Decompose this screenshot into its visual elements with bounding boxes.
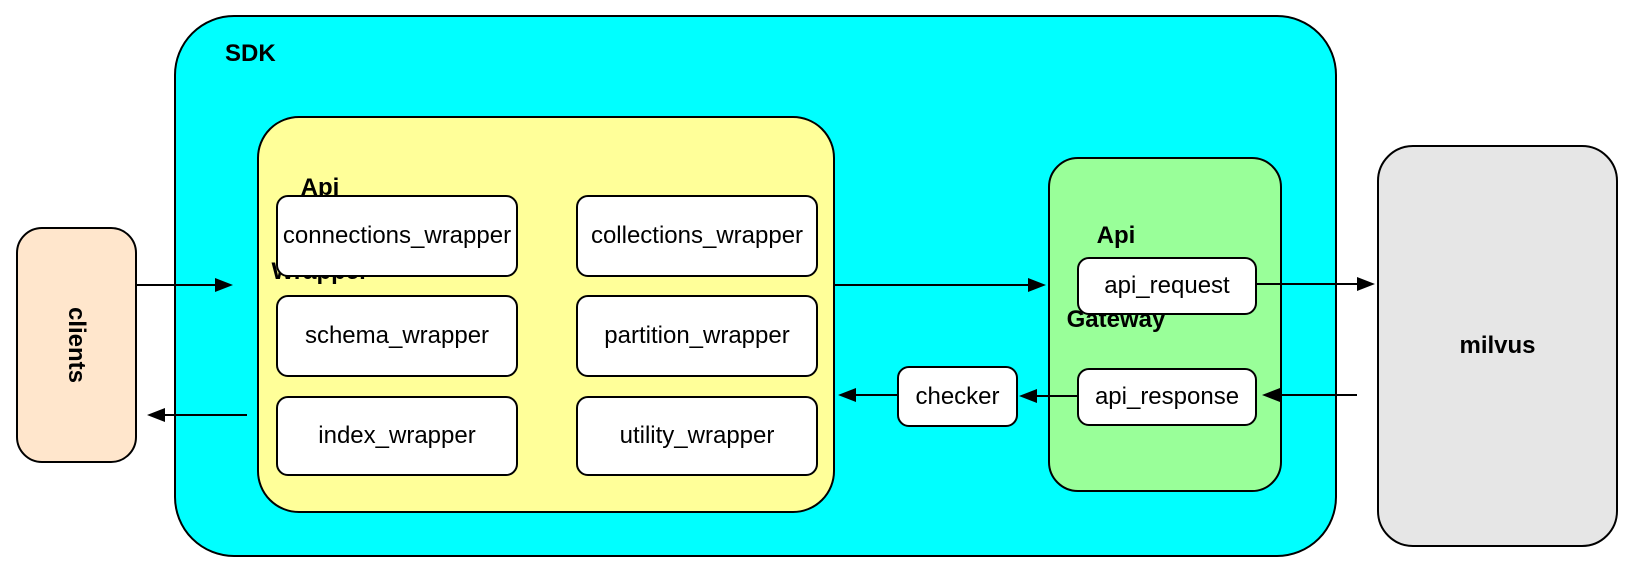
clients-box: clients bbox=[16, 227, 137, 463]
arrow-response-to-checker-head bbox=[1019, 389, 1037, 403]
index-wrapper-box: index_wrapper bbox=[276, 396, 518, 476]
arrow-wrapper-to-clients-head bbox=[147, 408, 165, 422]
arrow-checker-to-wrapper-head bbox=[838, 388, 856, 402]
arrow-wrapper-to-gateway-line bbox=[835, 284, 1030, 286]
connections-wrapper-box: connections_wrapper bbox=[276, 195, 518, 277]
partition-wrapper-box: partition_wrapper bbox=[576, 295, 818, 377]
clients-label: clients bbox=[63, 306, 91, 384]
arrow-request-to-milvus-head bbox=[1357, 277, 1375, 291]
arrow-wrapper-to-clients-line bbox=[163, 414, 247, 416]
checker-box: checker bbox=[897, 366, 1018, 427]
sdk-label: SDK bbox=[225, 40, 276, 67]
api-response-box: api_response bbox=[1077, 368, 1257, 426]
milvus-label: milvus bbox=[1459, 332, 1536, 359]
utility-wrapper-box: utility_wrapper bbox=[576, 396, 818, 476]
arrow-milvus-to-response-head bbox=[1262, 388, 1280, 402]
milvus-box: milvus bbox=[1377, 145, 1618, 547]
arrow-clients-to-sdk-head bbox=[215, 278, 233, 292]
schema-wrapper-box: schema_wrapper bbox=[276, 295, 518, 377]
collections-wrapper-box: collections_wrapper bbox=[576, 195, 818, 277]
arrow-checker-to-wrapper-line bbox=[854, 394, 897, 396]
arrow-clients-to-sdk-line bbox=[137, 284, 219, 286]
arrow-request-to-milvus-line bbox=[1257, 283, 1359, 285]
api-gateway-container bbox=[1048, 157, 1282, 492]
api-request-box: api_request bbox=[1077, 257, 1257, 315]
arrow-wrapper-to-gateway-head bbox=[1028, 278, 1046, 292]
arrow-milvus-to-response-line bbox=[1278, 394, 1357, 396]
arrow-response-to-checker-line bbox=[1035, 395, 1077, 397]
api-gateway-label-line1: Api bbox=[1096, 222, 1136, 249]
